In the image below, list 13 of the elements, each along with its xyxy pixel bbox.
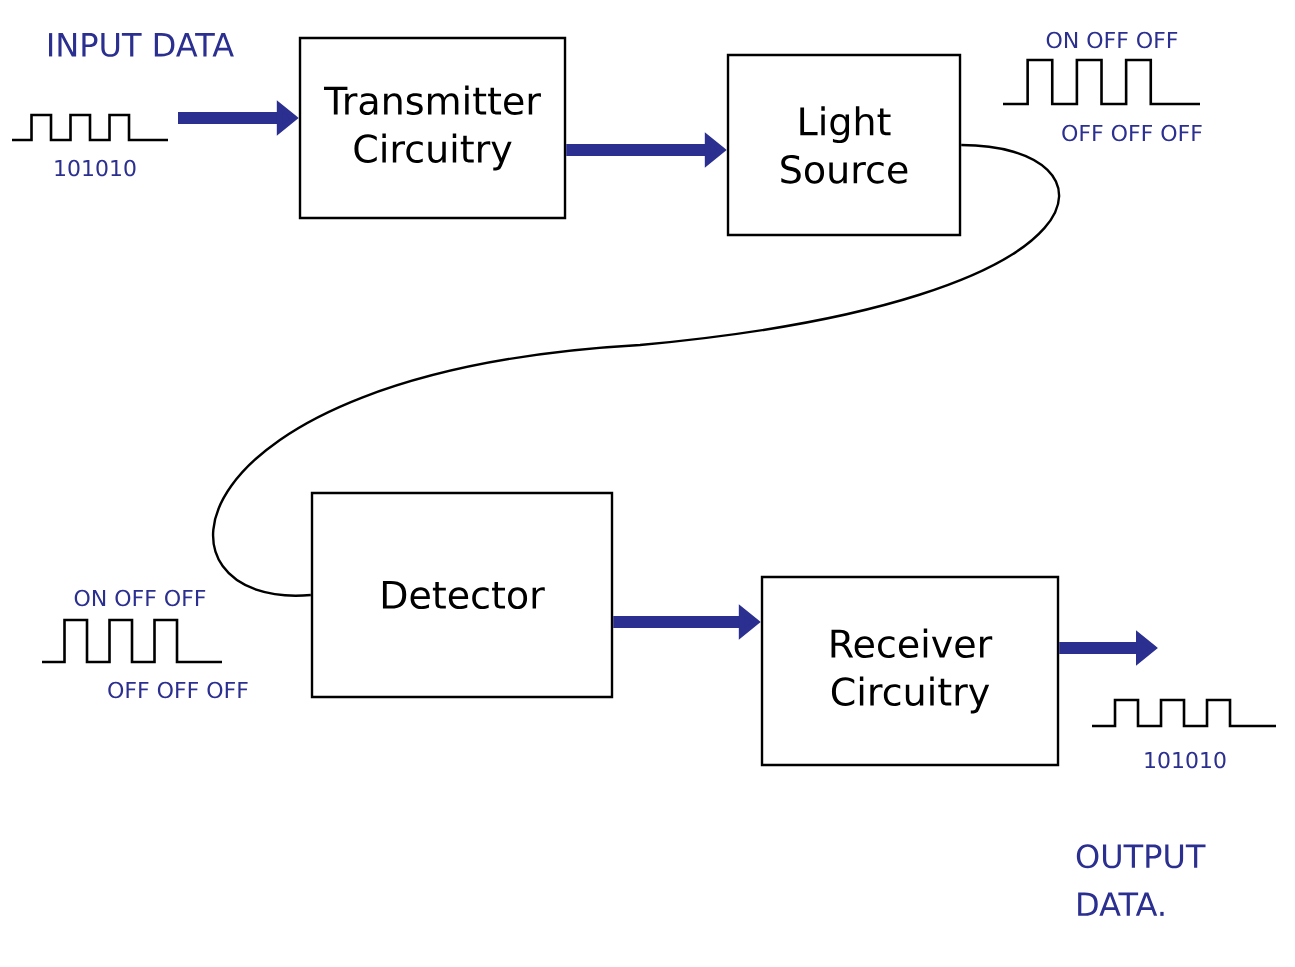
fiber-line bbox=[212, 143, 1060, 597]
signal-label: INPUT DATA bbox=[49, 33, 234, 57]
block-box: Receiver Circuitry bbox=[760, 575, 1060, 767]
signal-label: ON OFF OFF bbox=[74, 589, 206, 607]
signal-label: OFF OFF OFF bbox=[108, 681, 248, 699]
signal-label: ON OFF OFF bbox=[1046, 31, 1178, 49]
block-box: Detector bbox=[310, 491, 614, 699]
signal-label: OFF OFF OFF bbox=[1062, 124, 1202, 142]
signal-label: 101010 bbox=[55, 159, 136, 177]
signal-label: 101010 bbox=[1145, 751, 1226, 769]
signal-label: OUTPUT DATA. bbox=[1076, 844, 1206, 916]
block-box: Transmitter Circuitry bbox=[298, 36, 567, 220]
block-box: Light Source bbox=[726, 53, 962, 237]
